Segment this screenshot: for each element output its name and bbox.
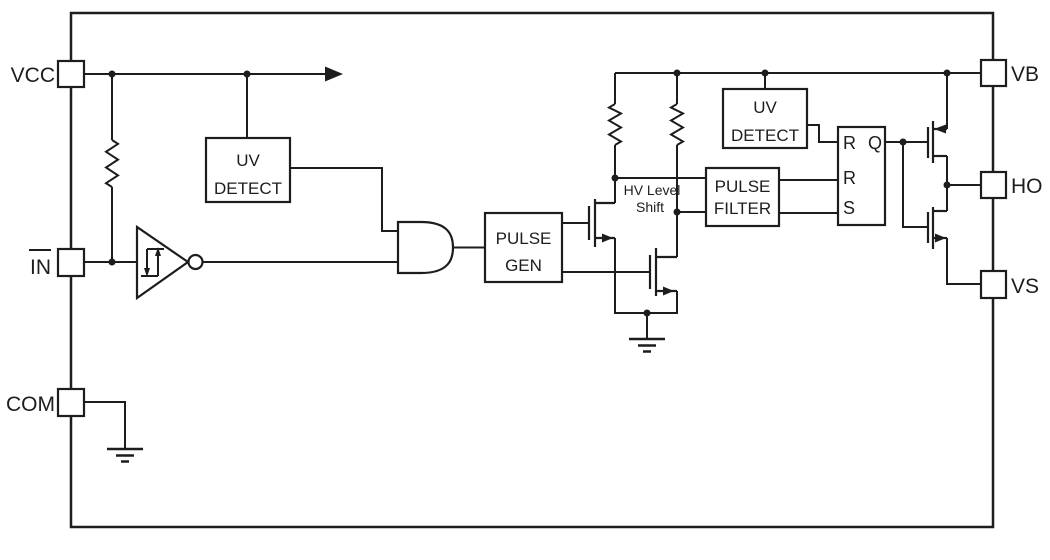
pin-vb-label: VB <box>1011 63 1039 86</box>
pin-in: IN <box>29 247 86 279</box>
vcc-rail-arrow-icon <box>325 66 343 82</box>
uv-detect-vb-block: UV DETECT <box>721 87 809 150</box>
latch-s-label: S <box>843 198 855 218</box>
output-pmos-arrow-icon <box>934 124 946 134</box>
hv-level-shift-label: HV Level Shift <box>624 182 681 215</box>
level-shift-resistor-right <box>668 103 686 146</box>
gate-branch-wire <box>902 142 928 228</box>
ground-symbol-level-shift <box>629 337 665 353</box>
schmitt-trigger-buffer <box>135 224 204 301</box>
pin-com: COM <box>6 387 86 418</box>
pin-vb: VB <box>979 58 1039 88</box>
hysteresis-up-arrow-icon <box>155 247 161 256</box>
pin-ho-label: HO <box>1011 175 1043 198</box>
pin-vs: VS <box>979 269 1039 300</box>
pin-vcc-label: VCC <box>11 64 55 87</box>
uv-detect-vb-output-wire <box>806 124 838 143</box>
level-shift-resistor-left <box>606 103 624 146</box>
pulse-filter-line1: PULSE <box>715 177 771 196</box>
pin-in-label: IN <box>30 256 51 279</box>
and-gate <box>396 220 455 275</box>
inverter-bubble-icon <box>187 253 204 271</box>
pin-vcc: VCC <box>11 59 86 89</box>
output-nmos-arrow-icon <box>935 233 946 243</box>
pulse-gen-line1: PULSE <box>496 229 552 248</box>
pulse-gen-line2: GEN <box>505 256 542 275</box>
com-ground-wire <box>84 401 126 448</box>
pulse-gen-block: PULSE GEN <box>483 211 564 284</box>
hv-nmos-left-arrow-icon <box>602 233 613 243</box>
nmos-source-to-vs <box>946 238 981 285</box>
pin-com-label: COM <box>6 393 55 416</box>
rs-latch-block: R Q R S <box>836 125 887 227</box>
uv-detect-vcc-line1: UV <box>236 151 260 170</box>
hv-nmos-right-arrow-icon <box>663 286 674 296</box>
pin-vs-label: VS <box>1011 275 1039 298</box>
uv-detect-vcc-line2: DETECT <box>214 179 282 198</box>
uv-detect-vb-line2: DETECT <box>731 126 799 145</box>
pin-ho: HO <box>979 170 1043 200</box>
latch-r-top-label: R <box>843 133 856 153</box>
latch-r-mid-label: R <box>843 168 856 188</box>
level-shift-source-rail <box>614 238 678 314</box>
uv-detect-vcc-output-wire <box>290 167 398 232</box>
hysteresis-icon <box>141 248 164 277</box>
hysteresis-down-arrow-icon <box>144 268 150 277</box>
junction-dots <box>108 69 951 317</box>
output-nmos <box>926 207 947 249</box>
pulse-filter-block: PULSE FILTER <box>704 166 781 228</box>
hv-level-shift-line2: Shift <box>636 199 664 215</box>
ground-symbol-com <box>107 447 143 463</box>
uv-detect-vcc-block: UV DETECT <box>204 136 292 204</box>
pulse-filter-line2: FILTER <box>714 199 771 218</box>
uv-detect-vb-line1: UV <box>753 98 777 117</box>
input-resistor <box>104 139 120 188</box>
latch-q-label: Q <box>868 133 882 153</box>
hv-level-shift-line1: HV Level <box>624 182 681 198</box>
